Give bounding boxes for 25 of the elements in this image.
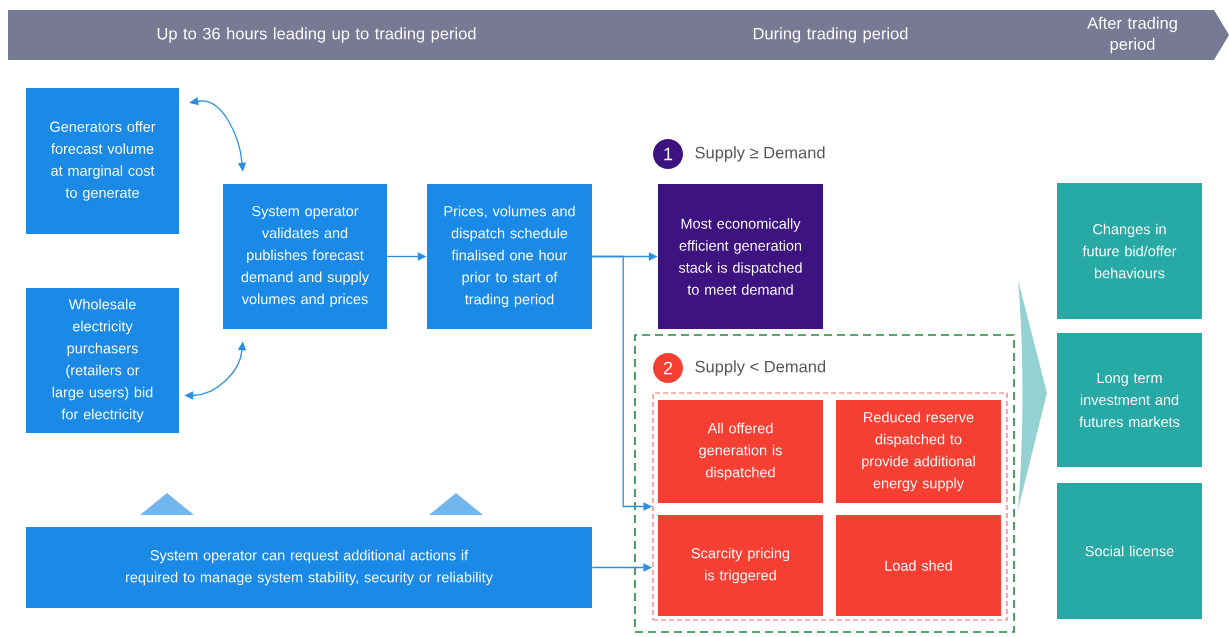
dashed-group-frame: [652, 392, 1008, 621]
process-box: Wholesale electricity purchasers (retailers or large users) bid for electricity: [26, 288, 179, 433]
number-badge: 2: [653, 353, 683, 383]
process-box: Prices, volumes and dispatch schedule finalised one hour prior to start of trading period: [427, 184, 592, 329]
node-label: Up to 36 hours leading up to trading period: [157, 27, 476, 43]
process-box: System operator validates and publishes forecast demand and supply volumes and prices: [223, 184, 387, 329]
process-box: Generators offer forecast volume at marginal cost to generate: [26, 88, 179, 234]
result-box: Changes in future bid/offer behaviours: [1057, 183, 1202, 319]
dashed-group-frame: [634, 334, 1015, 633]
condition-heading: Supply < Demand: [695, 360, 826, 376]
phase-banner: After trading period: [1020, 10, 1229, 60]
process-box: System operator can request additional actions if required to manage system stability, security or reliability: [26, 527, 592, 608]
node-label: During trading period: [753, 27, 908, 43]
outcome-box: Scarcity pricing is triggered: [658, 515, 823, 616]
result-box: Long term investment and futures markets: [1057, 333, 1202, 467]
node-label: After trading period: [1087, 16, 1177, 54]
condition-heading: Supply ≥ Demand: [695, 146, 825, 162]
number-badge: 1: [653, 139, 683, 169]
result-box: Social license: [1057, 483, 1202, 619]
outcome-box: Load shed: [836, 515, 1001, 616]
phase-banner: During trading period: [615, 10, 1045, 60]
outcome-box: Reduced reserve dispatched to provide additional energy supply: [836, 400, 1001, 503]
outcome-box: All offered generation is dispatched: [658, 400, 823, 503]
phase-banner: Up to 36 hours leading up to trading period: [8, 10, 640, 60]
outcome-box: Most economically efficient generation stack is dispatched to meet demand: [658, 184, 823, 329]
